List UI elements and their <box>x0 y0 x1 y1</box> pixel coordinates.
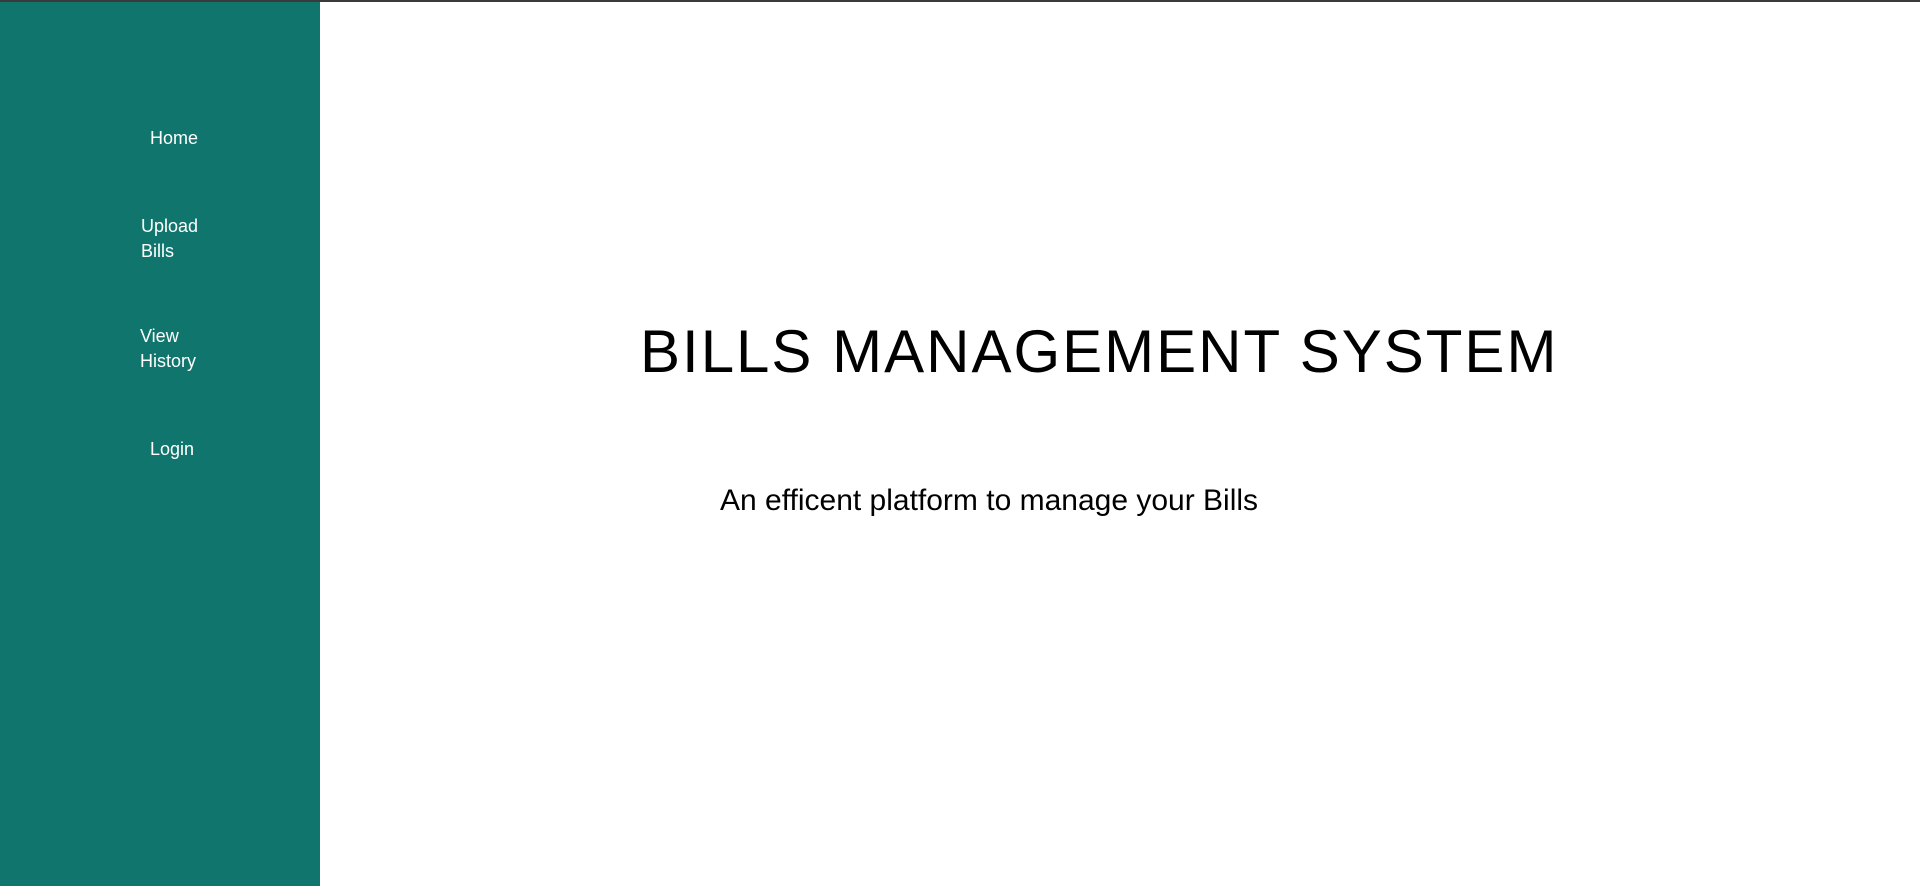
sidebar: Home Upload Bills View History Login <box>0 2 320 886</box>
sidebar-item-upload-bills[interactable]: Upload Bills <box>141 216 199 261</box>
main-content: BILLS MANAGEMENT SYSTEM An efficent plat… <box>320 2 1920 886</box>
page-tagline: An efficent platform to manage your Bill… <box>720 484 1259 517</box>
page-title: BILLS MANAGEMENT SYSTEM <box>640 318 1559 385</box>
sidebar-item-login[interactable]: Login <box>150 439 195 459</box>
sidebar-item-home[interactable]: Home <box>150 128 199 148</box>
window-top-border <box>0 0 1920 2</box>
sidebar-item-view-history[interactable]: View History <box>140 326 197 371</box>
